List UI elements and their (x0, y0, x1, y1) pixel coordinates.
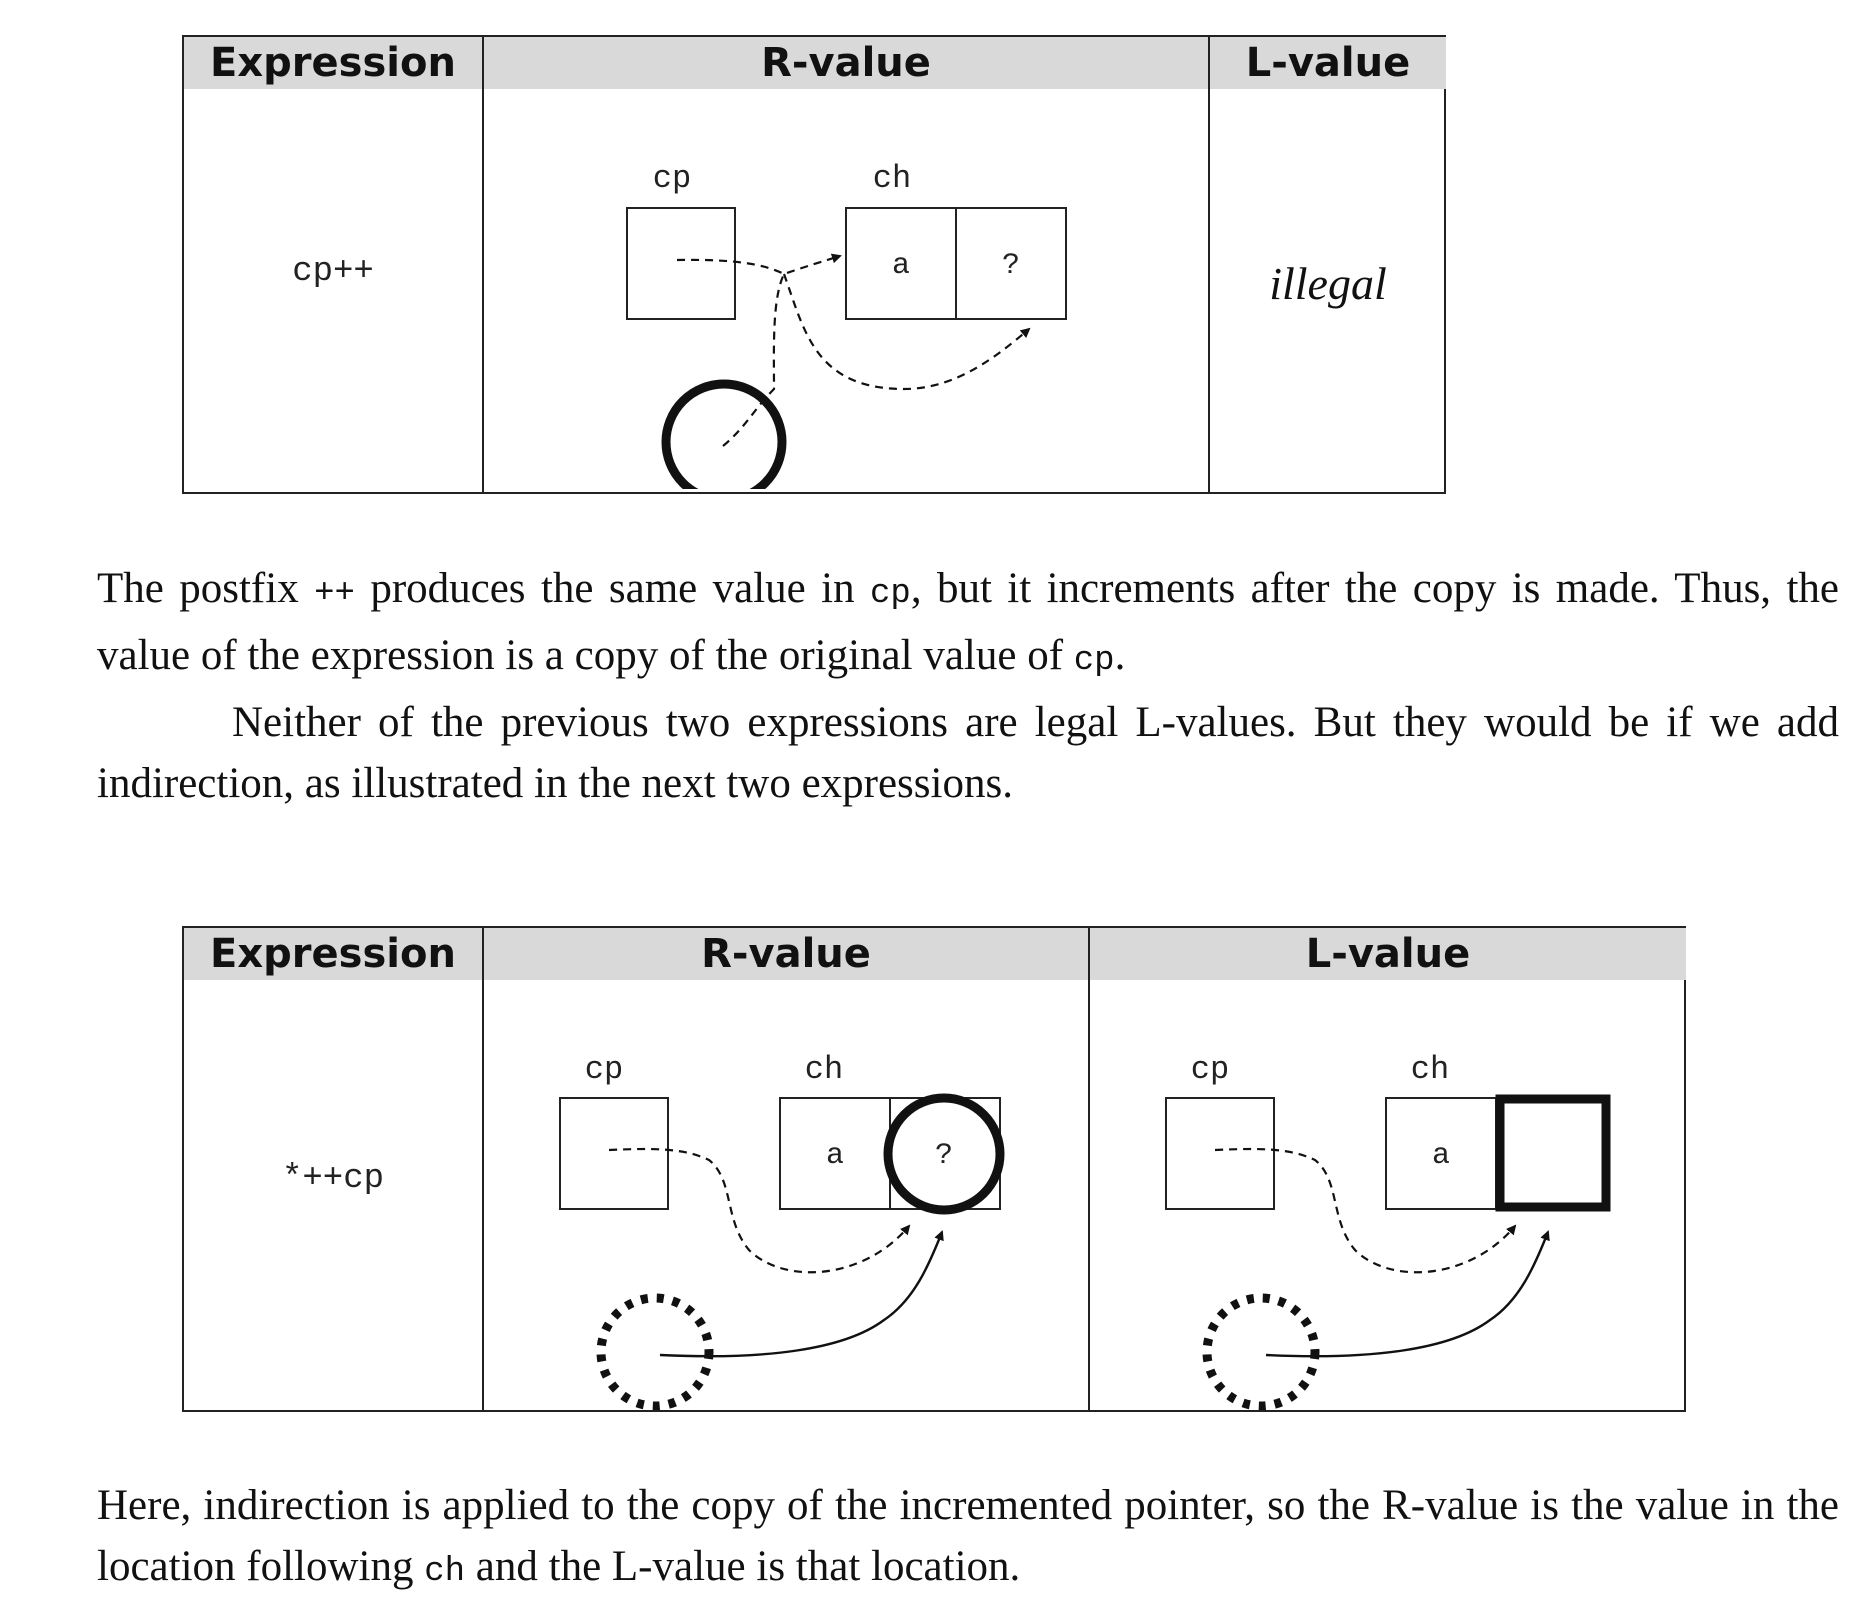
lvalue-column: L-value illegal (1208, 37, 1446, 492)
pointer-arrow (608, 1147, 911, 1274)
pointer-copy-circle (1202, 1293, 1320, 1410)
paragraph-2: Here, indirection is applied to the copy… (97, 1475, 1839, 1603)
expression-column: Expression *++cp (184, 928, 482, 1410)
ch-cell-1-value: a (892, 249, 910, 283)
ch-cell-1-value: a (826, 1139, 844, 1173)
copy-arrow (722, 273, 785, 447)
result-circle (661, 379, 787, 489)
paragraph-2-text: Here, indirection is applied to the copy… (97, 1482, 1839, 1591)
increment-arrow (782, 273, 1031, 391)
dereference-arrow (1265, 1230, 1550, 1358)
rvalue-diagram: cp ch a ? (626, 160, 1067, 489)
ch-label: ch (873, 160, 911, 197)
rvalue-highlight-circle (883, 1093, 1005, 1215)
expression-text: cp++ (292, 253, 374, 291)
illegal-text: illegal (1269, 258, 1387, 309)
rvalue-header: R-value (484, 37, 1208, 89)
cp-box (626, 207, 736, 320)
cp-label: cp (585, 1051, 623, 1088)
ch-cell-1-value: a (1432, 1139, 1450, 1173)
lvalue-diagram: cp ch a (1165, 1051, 1611, 1410)
paragraph-1: The postfix ++ produces the same value i… (97, 558, 1839, 814)
expression-table-1: Expression cp++ R-value cp ch a ? L-valu… (182, 35, 1446, 494)
lvalue-header: L-value (1090, 928, 1686, 980)
cp-label: cp (1191, 1051, 1229, 1088)
rvalue-column: R-value cp ch a ? (482, 37, 1208, 492)
pointer-copy-circle (596, 1293, 714, 1410)
dereference-arrow (659, 1230, 944, 1358)
cp-label: cp (653, 160, 691, 197)
cp-box (559, 1097, 669, 1210)
lvalue-highlight-box (1495, 1094, 1611, 1212)
ch-label: ch (1411, 1051, 1449, 1088)
expression-header: Expression (184, 928, 482, 980)
ch-cell-2 (955, 207, 1067, 320)
paragraph-1-line-2: Neither of the previous two expressions … (97, 699, 1839, 807)
ch-label: ch (805, 1051, 843, 1088)
rvalue-diagram: cp ch a ? (559, 1051, 1005, 1410)
pointer-arrow (1214, 1147, 1517, 1274)
expression-column: Expression cp++ (184, 37, 482, 492)
rvalue-header: R-value (484, 928, 1088, 980)
lvalue-header: L-value (1210, 37, 1446, 89)
cp-box (1165, 1097, 1275, 1210)
expression-text: *++cp (281, 1160, 385, 1198)
paragraph-1-line-1: The postfix ++ produces the same value i… (97, 565, 1839, 680)
lvalue-column: L-value cp ch a (1088, 928, 1686, 1410)
ch-cell-2-value: ? (935, 1139, 953, 1173)
expression-table-2: Expression *++cp R-value cp ch a ? L-val… (182, 926, 1686, 1412)
pointer-arrow (676, 253, 842, 276)
rvalue-column: R-value cp ch a ? (482, 928, 1088, 1410)
ch-cell-2-value: ? (1002, 249, 1020, 283)
expression-header: Expression (184, 37, 482, 89)
